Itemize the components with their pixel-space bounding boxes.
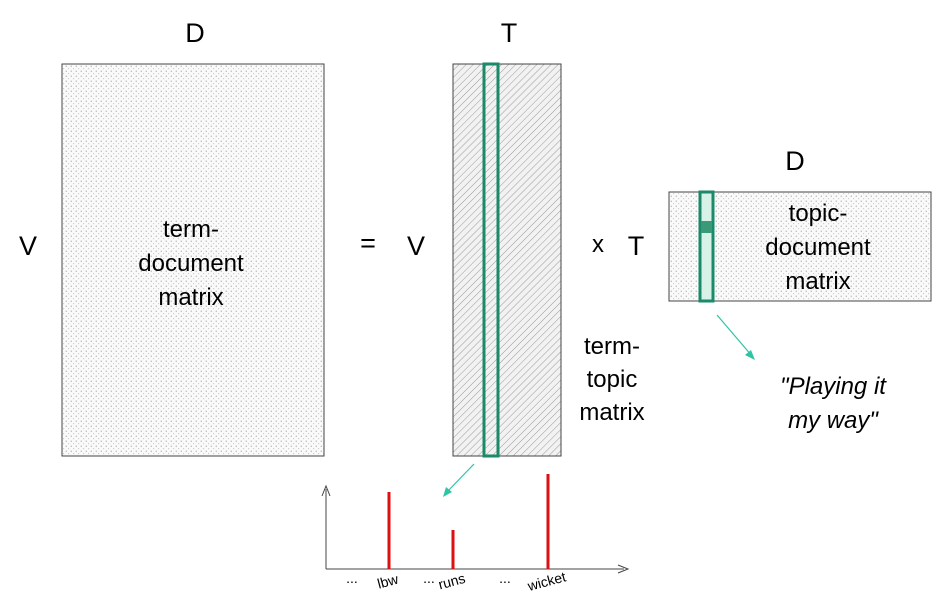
tick-label-lbw: lbw [375,570,400,591]
tdm-label-line-2: document [138,250,244,277]
ttm-label-line-2: topic [587,366,638,393]
topic-column-highlight [482,62,500,458]
tdm-label-line-3: matrix [158,284,223,311]
tdoc-label-line-3: matrix [785,268,850,295]
ttm-cols-label: T [501,18,518,48]
tdoc-label-line-1: topic- [789,200,848,227]
times-sign: x [592,231,604,258]
document-arrow [716,314,755,360]
term-distribution-chart: ...lbw...runs...wicket [321,474,630,594]
document-quote-line-1: "Playing it [780,373,887,400]
equals-sign: = [360,228,376,258]
tdm-label-line-1: term- [163,216,219,243]
selected-topic-cell [701,221,712,233]
tick-label-ellipsis: ... [423,570,435,586]
tick-label-wicket: wicket [525,568,568,594]
tdm-rows-label: V [19,231,37,261]
document-quote-line-2: my way" [788,407,879,434]
ttm-rows-label: V [407,231,425,261]
tdoc-cols-label: D [785,146,805,176]
tdoc-label-line-2: document [765,234,871,261]
ttm-label-line-1: term- [584,333,640,360]
topic-arrow [443,463,475,497]
term-document-matrix: D V term- document matrix [19,18,325,457]
document-column-highlight [698,190,715,303]
term-topic-matrix-box [452,63,562,457]
ttm-label-line-3: matrix [579,399,644,426]
tick-label-ellipsis: ... [499,570,511,586]
tick-label-ellipsis: ... [346,570,358,586]
topic-document-matrix: T D topic- document matrix [628,146,932,303]
term-document-matrix-box [61,63,325,457]
tick-label-runs: runs [436,570,466,593]
term-topic-matrix: V T term- topic matrix [407,18,645,458]
x-axis [326,564,630,574]
tdoc-rows-label: T [628,231,645,261]
tdm-cols-label: D [185,18,205,48]
y-axis [321,484,331,569]
